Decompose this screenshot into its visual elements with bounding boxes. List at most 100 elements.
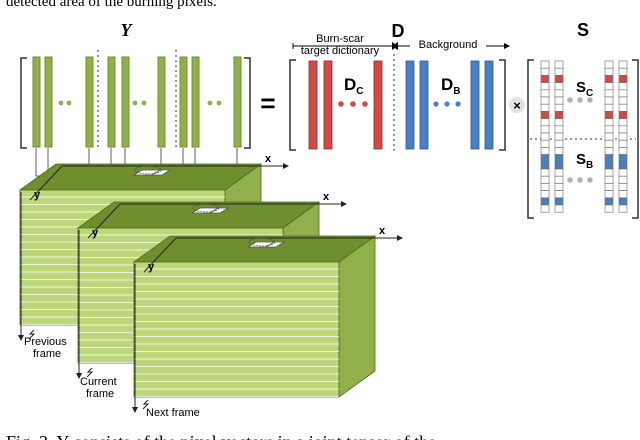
sparse-coefficient-cell (540, 197, 550, 206)
band-axis-arrowhead (18, 335, 24, 341)
frame-label-previous-line2: frame (33, 348, 61, 360)
sc-label: SC (576, 79, 593, 99)
db-atom (405, 60, 415, 150)
cube-top-face (18, 163, 263, 191)
matrix-d-label: D (392, 21, 405, 41)
y-axis-line (29, 165, 63, 201)
sparse-coefficient-cell (540, 147, 550, 155)
cube-top-face (132, 235, 377, 263)
sparse-coefficient-cell (618, 75, 628, 83)
sparse-coefficient-cell (554, 111, 564, 119)
matrix-y-label: Y (121, 20, 134, 40)
background-label: Background (419, 39, 478, 51)
sparse-coefficient-cell (618, 161, 628, 170)
sparse-coefficient-cell (554, 168, 564, 177)
matrix-s-brackets (527, 59, 639, 219)
sparse-coefficient-cell (554, 183, 564, 191)
dc-ellipsis-dot (338, 101, 344, 107)
sparse-coefficient-cell (604, 183, 614, 191)
y-pixel-vector (44, 56, 53, 148)
sparse-coefficient-cell (604, 204, 614, 213)
frame-label-previous-line1: Previous (24, 336, 67, 348)
sparse-coefficient-cell (618, 190, 628, 199)
sparse-coefficient-cell (554, 175, 564, 184)
top-caption-text: detected area of the burning pixels. (6, 0, 217, 10)
sparse-coefficient-cell (540, 89, 550, 98)
burning-pixel-patch (150, 169, 172, 176)
sparse-coefficient-cell (554, 96, 564, 105)
dc-atom (308, 60, 318, 150)
sparse-coefficient-cell (604, 60, 614, 69)
sparse-coefficient-cell (554, 190, 564, 199)
sparse-coefficient-cell (554, 197, 564, 206)
sparse-coefficient-cell (604, 82, 614, 91)
sparse-coefficient-cell (604, 190, 614, 199)
cube-next-frame: xy (132, 225, 403, 413)
s-ellipsis-dot (567, 97, 573, 103)
band-axis-arrowhead (132, 407, 138, 413)
matrix-s-label: S (577, 20, 589, 40)
y-pixel-vector (233, 56, 242, 148)
band-axis-arrowhead (76, 373, 82, 379)
frame-label-current-line1: Current (80, 376, 117, 388)
y-axis-label: y (92, 227, 99, 239)
s-ellipsis-dot (577, 97, 583, 103)
sparse-coefficient-cell (554, 204, 564, 213)
sparse-coefficient-cell (540, 82, 550, 91)
burn-scar-label-line1: Burn-scar (316, 33, 364, 45)
y-axis-line (87, 203, 121, 239)
db-ellipsis-dot (444, 101, 450, 107)
sparse-coefficient-cell (618, 125, 628, 134)
cube-front-face (133, 261, 340, 398)
sparse-coefficient-cell (554, 147, 564, 155)
x-axis-arrowhead (283, 163, 289, 169)
sparse-coefficient-cell (554, 125, 564, 134)
sparse-coefficient-cell (604, 96, 614, 105)
equals-sign: = (260, 88, 275, 118)
sparse-coefficient-cell (618, 82, 628, 91)
sparse-coefficient-cell (618, 132, 628, 141)
sparse-coefficient-cell (540, 111, 550, 119)
y-pixel-vector (32, 56, 41, 148)
sparse-coefficient-cell (540, 161, 550, 170)
sparse-coefficient-cell (554, 132, 564, 141)
matrix-s-coefficients (540, 60, 628, 213)
sb-label: SB (576, 151, 593, 171)
frame-label-next: Next frame (146, 407, 200, 419)
matrix-d-brackets (289, 54, 506, 152)
sparse-coefficient-cell (618, 197, 628, 206)
times-sign: × (513, 98, 521, 113)
sparse-coefficient-cell (540, 139, 550, 148)
sparse-coefficient-cell (540, 67, 550, 76)
s-ellipsis-dot (587, 177, 593, 183)
sparse-coefficient-cell (618, 204, 628, 213)
sparse-coefficient-cell (618, 175, 628, 184)
sparse-coefficient-cell (540, 132, 550, 141)
y-ellipsis-dot (58, 100, 64, 106)
sparse-coefficient-cell (554, 60, 564, 69)
sparse-coefficient-cell (604, 75, 614, 83)
sparse-coefficient-cell (540, 75, 550, 83)
db-atom (484, 60, 494, 150)
sparse-coefficient-cell (540, 204, 550, 213)
burning-pixel-patch (264, 241, 286, 248)
x-axis-arrowhead (341, 201, 347, 207)
y-pixel-vector (191, 56, 200, 148)
sparse-coefficient-cell (618, 183, 628, 191)
sparse-coefficient-cell (604, 147, 614, 155)
cube-side-face (338, 235, 376, 398)
db-atom (419, 60, 429, 150)
dc-ellipsis-dot (350, 101, 356, 107)
sparse-coefficient-cell (618, 111, 628, 119)
sparse-coefficient-cell (604, 139, 614, 148)
sparse-coefficient-cell (554, 75, 564, 83)
matrix-y-brackets (20, 50, 251, 150)
sparse-coefficient-cell (540, 96, 550, 105)
sparse-coefficient-cell (554, 154, 564, 163)
sparse-coefficient-cell (618, 67, 628, 76)
bottom-caption-text: Fig. 3. Y consists of the pixel vectors … (6, 432, 436, 440)
sparse-coefficient-cell (604, 175, 614, 184)
matrix-d-atoms (308, 60, 494, 150)
sparse-coefficient-cell (554, 161, 564, 170)
